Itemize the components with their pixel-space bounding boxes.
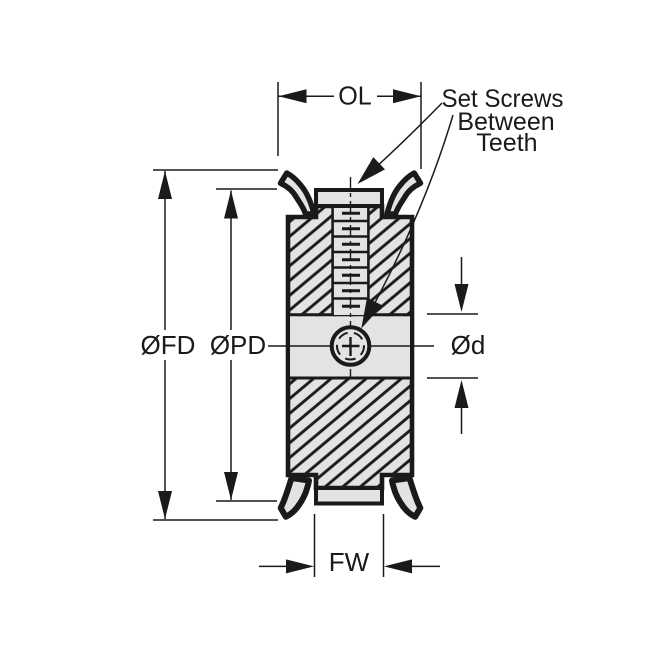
svg-text:OL: OL [338, 83, 372, 111]
svg-text:ØFD: ØFD [141, 330, 196, 360]
svg-text:FW: FW [329, 547, 370, 577]
svg-text:Ød: Ød [451, 330, 486, 360]
svg-text:ØPD: ØPD [210, 330, 266, 360]
svg-text:Set Screws: Set Screws [442, 85, 564, 113]
svg-text:Teeth: Teeth [476, 129, 537, 157]
svg-text:Between: Between [457, 108, 554, 136]
